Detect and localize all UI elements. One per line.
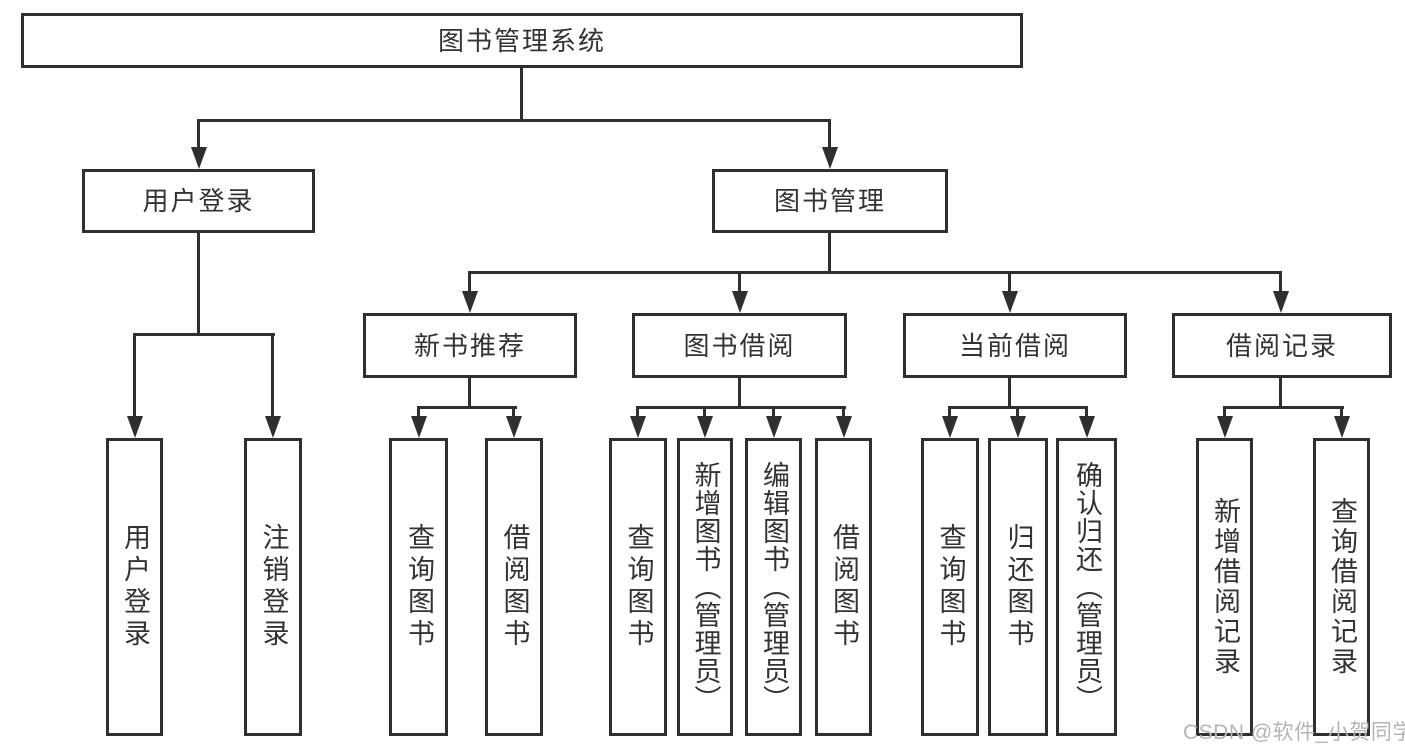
connector-line xyxy=(842,406,845,418)
arrow-down-icon xyxy=(127,416,143,438)
connector-line xyxy=(1008,271,1011,293)
connector-line xyxy=(520,68,523,121)
connector-line xyxy=(636,406,846,409)
connector-line xyxy=(738,378,741,409)
node-new-book-recommend: 新书推荐 xyxy=(363,313,577,378)
node-label: 注销登录 xyxy=(258,523,289,651)
node-label: 图书管理 xyxy=(773,186,886,216)
node-label: 图书管理系统 xyxy=(437,25,606,56)
node-br-add-record: 新增借阅记录 xyxy=(1196,438,1253,736)
node-cb-query-books: 查询图书 xyxy=(921,438,979,736)
connector-line xyxy=(197,119,831,122)
arrow-down-icon xyxy=(732,291,748,313)
connector-line xyxy=(1008,378,1011,409)
arrow-down-icon xyxy=(1334,416,1350,438)
node-bb-add-books-admin: 新增图书（管理员） xyxy=(677,438,733,736)
connector-line xyxy=(417,406,420,418)
node-br-query-record: 查询借阅记录 xyxy=(1313,438,1370,736)
connector-line xyxy=(197,119,200,150)
connector-line xyxy=(1223,406,1344,409)
connector-line xyxy=(197,233,200,336)
node-book-borrow: 图书借阅 xyxy=(632,313,847,378)
connector-line xyxy=(468,378,471,409)
node-bb-edit-books-admin: 编辑图书（管理员） xyxy=(745,438,802,736)
arrow-down-icon xyxy=(697,416,713,438)
node-label: 新增借阅记录 xyxy=(1210,497,1240,677)
arrow-down-icon xyxy=(942,416,958,438)
connector-line xyxy=(1016,406,1019,418)
node-user-login-leaf: 用户登录 xyxy=(106,438,163,736)
arrow-down-icon xyxy=(1010,416,1026,438)
node-label: 借阅图书 xyxy=(829,523,859,651)
node-label: 借阅记录 xyxy=(1225,330,1338,361)
connector-line xyxy=(703,406,706,418)
node-cb-confirm-return-admin: 确认归还（管理员） xyxy=(1056,438,1117,736)
arrow-down-icon xyxy=(766,416,782,438)
node-label: 新增图书（管理员） xyxy=(690,461,721,713)
connector-line xyxy=(133,333,136,417)
connector-line xyxy=(1279,271,1282,293)
connector-line xyxy=(636,406,639,418)
node-bb-query-books: 查询图书 xyxy=(609,438,667,736)
node-label: 编辑图书（管理员） xyxy=(759,461,789,713)
connector-line xyxy=(948,406,951,418)
arrow-down-icon xyxy=(411,416,427,438)
node-label: 当前借阅 xyxy=(958,330,1071,361)
node-cb-return-books: 归还图书 xyxy=(988,438,1048,736)
node-library-system: 图书管理系统 xyxy=(21,13,1023,68)
connector-line xyxy=(738,271,741,293)
node-current-borrow: 当前借阅 xyxy=(903,313,1127,378)
connector-line xyxy=(772,406,775,418)
arrow-down-icon xyxy=(1273,291,1289,313)
connector-line xyxy=(417,406,517,409)
connector-line xyxy=(468,271,1282,274)
node-label: 新书推荐 xyxy=(413,330,526,361)
arrow-down-icon xyxy=(822,147,838,169)
arrow-down-icon xyxy=(1217,416,1233,438)
connector-line xyxy=(1085,406,1088,418)
node-label: 归还图书 xyxy=(1003,523,1034,651)
node-borrow-records: 借阅记录 xyxy=(1172,313,1392,378)
connector-line xyxy=(1223,406,1226,418)
node-label: 确认归还（管理员） xyxy=(1072,461,1102,713)
node-bb-borrow-books: 借阅图书 xyxy=(815,438,872,736)
node-book-management: 图书管理 xyxy=(712,169,948,233)
arrow-down-icon xyxy=(1002,291,1018,313)
node-label: 借阅图书 xyxy=(499,523,530,651)
node-label: 查询借阅记录 xyxy=(1327,497,1357,677)
node-label: 用户登录 xyxy=(120,523,150,651)
arrow-down-icon xyxy=(462,291,478,313)
arrow-down-icon xyxy=(836,416,852,438)
connector-line xyxy=(468,271,471,293)
node-label: 图书借阅 xyxy=(683,330,796,361)
node-logout-leaf: 注销登录 xyxy=(244,438,302,736)
connector-line xyxy=(828,119,831,150)
node-rec-query-books: 查询图书 xyxy=(389,438,448,736)
arrow-down-icon xyxy=(265,416,281,438)
connector-line xyxy=(1340,406,1343,418)
node-user-login: 用户登录 xyxy=(82,169,315,233)
arrow-down-icon xyxy=(191,147,207,169)
connector-line xyxy=(271,333,274,417)
arrow-down-icon xyxy=(630,416,646,438)
node-rec-borrow-books: 借阅图书 xyxy=(485,438,543,736)
connector-line xyxy=(133,333,275,336)
connector-line xyxy=(512,406,515,418)
connector-line xyxy=(828,233,831,274)
arrow-down-icon xyxy=(506,416,522,438)
arrow-down-icon xyxy=(1079,416,1095,438)
connector-line xyxy=(1279,378,1282,409)
node-label: 查询图书 xyxy=(623,523,654,651)
watermark: CSDN @软件_小贺同学 xyxy=(1183,721,1405,744)
node-label: 查询图书 xyxy=(935,523,966,651)
node-label: 用户登录 xyxy=(142,186,255,216)
node-label: 查询图书 xyxy=(404,523,434,651)
